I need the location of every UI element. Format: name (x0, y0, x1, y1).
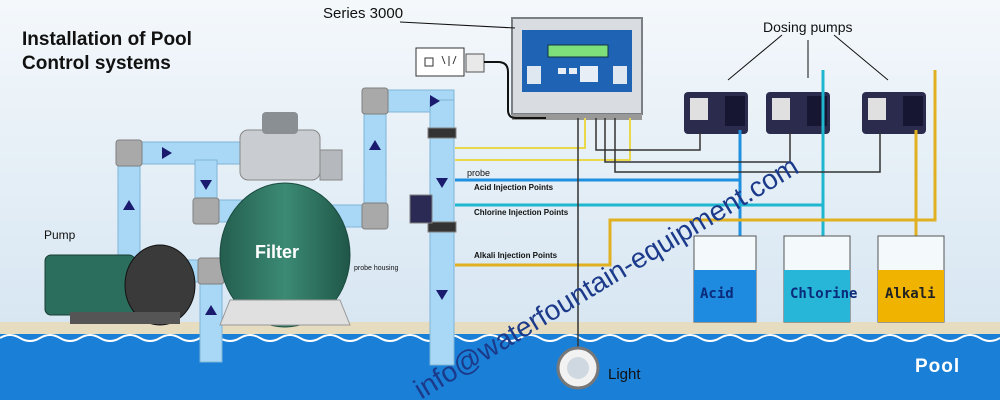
controller-label: Series 3000 (323, 5, 404, 22)
pipe-union-bottom (427, 221, 457, 233)
callout-line (833, 34, 889, 81)
dosing-pumps-label: Dosing pumps (763, 19, 853, 35)
elbow-top-right (361, 87, 389, 115)
flow-arrows (123, 95, 448, 315)
controller-glands (512, 114, 642, 120)
dosing-pump-display (868, 98, 886, 120)
outlet-socket (441, 55, 457, 66)
light-label: Light (608, 366, 641, 383)
tank-alkali-liquid (878, 270, 944, 322)
pump-label: Pump (44, 228, 76, 242)
probe-label: probe (467, 168, 491, 178)
pipe-elbows (115, 87, 457, 285)
valve-handle (262, 112, 298, 134)
dosing-pump-chlorine (766, 92, 830, 134)
pool-wave-line (0, 334, 1000, 342)
pump-unit (44, 244, 196, 326)
tank-label-chlorine: Chlorine (790, 286, 858, 302)
valve-port (319, 149, 343, 181)
key (558, 68, 566, 74)
dosing-pump-alkali (862, 92, 926, 134)
power-outlet (415, 47, 546, 119)
pump-housing (124, 244, 196, 326)
multiport-valve (239, 129, 321, 181)
controller-label-left (527, 66, 541, 84)
filter-base (219, 299, 351, 326)
arrow-up-1 (123, 200, 135, 210)
probe-housing-label: probe housing (354, 265, 399, 272)
elbow-bypass (192, 197, 220, 225)
pump-motor (44, 254, 136, 316)
light-lens (567, 357, 589, 379)
probe-housing (409, 194, 433, 224)
pool-water (0, 334, 1000, 400)
title-line-1: Installation of Pool (22, 29, 192, 50)
probe-wires (455, 118, 631, 161)
arrow-up-2 (369, 140, 381, 150)
controller-keys (558, 66, 598, 82)
arrow-down-2 (436, 178, 448, 188)
dosing-pump-head (725, 96, 745, 126)
control-cable-1 (595, 118, 701, 151)
control-cable-3 (614, 118, 881, 173)
pool-light (556, 346, 600, 390)
chlorine-injection-label: Chlorine Injection Points (474, 208, 569, 217)
arrow-right-1 (162, 147, 172, 159)
filter-tank (219, 182, 351, 328)
dosing-pump-acid (684, 92, 748, 134)
outlet-switch (424, 57, 434, 67)
acid-injection-label: Acid Injection Points (474, 183, 554, 192)
tank-chlorine-liquid (784, 270, 850, 322)
arrow-up-3 (205, 305, 217, 315)
probe-wire-1 (455, 118, 586, 149)
outlet-plate (415, 47, 465, 77)
callout-line-series (399, 21, 516, 29)
control-cables (577, 118, 881, 350)
plug (465, 53, 485, 73)
key (569, 68, 577, 74)
keypad (580, 66, 598, 82)
pool-label: Pool (915, 356, 961, 377)
callout-arrows (399, 21, 889, 81)
controller-label-right (613, 66, 627, 84)
elbow-top-left (115, 139, 143, 167)
alkali-line (455, 70, 937, 267)
arrow-right-2 (430, 95, 440, 107)
tank-acid-liquid (694, 270, 756, 322)
dosing-pumps (684, 92, 926, 134)
controller-box (511, 17, 643, 120)
callout-line (727, 34, 783, 81)
title-line-2: Control systems (22, 53, 171, 74)
control-cable-2 (604, 118, 791, 163)
lcd-screen (547, 44, 609, 58)
probe-wire-2 (455, 118, 631, 161)
arrow-down-3 (436, 290, 448, 300)
tank-label-alkali: Alkali (885, 286, 936, 302)
filter-unit (219, 112, 351, 328)
elbow-riser-base (361, 202, 389, 230)
alkali-injection-label: Alkali Injection Points (474, 251, 558, 260)
chemical-tanks (693, 235, 945, 323)
power-cable (484, 61, 546, 119)
dosing-pump-head (903, 96, 923, 126)
dosing-pump-display (690, 98, 708, 120)
arrow-down-1 (200, 180, 212, 190)
pump-base (70, 312, 180, 324)
dosing-pump-display (772, 98, 790, 120)
tank-label-acid: Acid (700, 286, 734, 302)
filter-label: Filter (255, 242, 300, 262)
pipe-union-top (427, 127, 457, 139)
diagram-title: Installation of Pool Control systems (22, 28, 192, 76)
